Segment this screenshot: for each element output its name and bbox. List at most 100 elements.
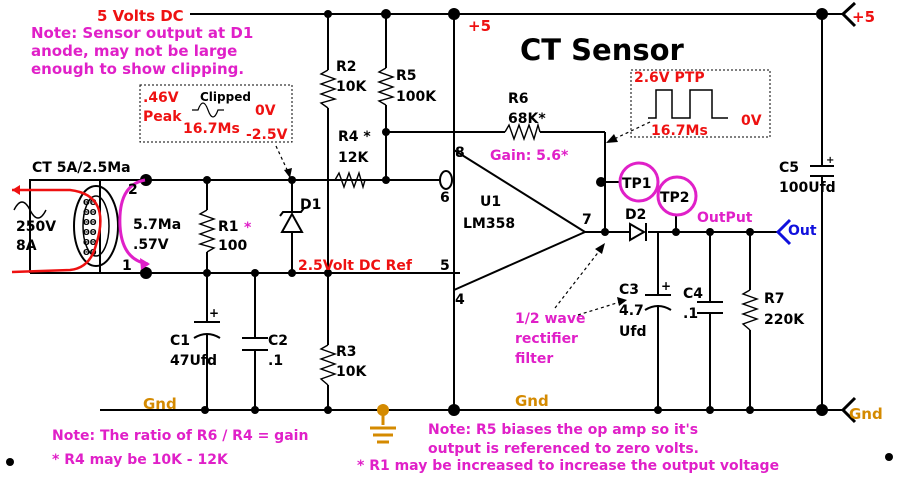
gnd-left-label: Gnd <box>143 395 177 413</box>
filter-label-line1: 1/2 wave <box>515 311 585 327</box>
waveform-left-period: 16.7Ms <box>183 121 240 137</box>
svg-text:ΘΘ: ΘΘ <box>83 228 97 237</box>
r2-name: R2 <box>336 59 357 75</box>
ct-primary-a: 8A <box>16 238 37 254</box>
c3-value: 4.7 <box>619 303 644 319</box>
supply-label: 5 Volts DC <box>97 7 184 25</box>
capacitor-c4 <box>697 301 723 314</box>
resistor-r7 <box>740 289 760 331</box>
d2-name: D2 <box>625 207 646 223</box>
op-amp-u1 <box>439 148 588 292</box>
c5-value: 100Ufd <box>779 180 836 196</box>
r7-value: 220K <box>764 312 805 328</box>
r1-star: * <box>244 220 252 236</box>
svg-text:+: + <box>661 279 671 293</box>
r6-name: R6 <box>508 91 529 107</box>
connector-out <box>775 218 792 246</box>
svg-text:ΘΘ: ΘΘ <box>83 248 97 257</box>
c2-name: C2 <box>268 333 288 349</box>
capacitor-c5: + <box>810 155 834 177</box>
u1-pin6: 6 <box>440 190 450 206</box>
r5-value: 100K <box>396 89 437 105</box>
c3-unit: Ufd <box>619 324 646 340</box>
plus5-right-label: +5 <box>852 8 875 26</box>
u1-pin5: 5 <box>440 258 450 274</box>
gnd-right-label: Gnd <box>849 405 883 423</box>
diode-d2 <box>629 222 647 242</box>
resistor-r1 <box>197 209 217 253</box>
r6-value: 68K* <box>508 111 546 127</box>
c4-value: .1 <box>683 306 698 322</box>
ref-label: 2.5Volt DC Ref <box>298 258 413 274</box>
waveform-left-peak: .46V <box>143 90 179 106</box>
r7-name: R7 <box>764 291 785 307</box>
waveform-box-left <box>139 84 293 178</box>
svg-text:ΘΘ: ΘΘ <box>83 198 97 207</box>
diagram-title: CT Sensor <box>520 33 685 67</box>
c1-value: 47Ufd <box>170 353 217 369</box>
svg-text:ΘΘ: ΘΘ <box>83 238 97 247</box>
svg-text:+: + <box>209 306 219 320</box>
sensor-note-line2: anode, may not be large <box>31 42 237 60</box>
note-r1: * R1 may be increased to increase the ou… <box>357 458 779 474</box>
filter-label-line2: rectifier <box>515 331 578 347</box>
d1-name: D1 <box>300 197 321 213</box>
capacitor-c2 <box>242 337 268 351</box>
gain-label: Gain: 5.6* <box>490 148 569 164</box>
waveform-right-zero: 0V <box>741 113 762 129</box>
gnd-mid-label: Gnd <box>515 392 549 410</box>
u1-name: U1 <box>480 194 501 210</box>
ct-secondary-i: 5.7Ma <box>133 217 181 233</box>
waveform-left-zero: 0V <box>255 103 276 119</box>
ct-secondary-v: .57V <box>133 237 169 253</box>
note-r5-line1: Note: R5 biases the op amp so it's <box>428 422 698 438</box>
connector-gnd <box>840 396 857 424</box>
note-r5-line2: output is referenced to zero volts. <box>428 441 699 457</box>
r1-value: 100 <box>218 238 247 254</box>
u1-part: LM358 <box>463 216 515 232</box>
ct-pin1: 1 <box>122 258 132 274</box>
resistor-r5 <box>376 67 396 106</box>
resistor-r4 <box>334 170 366 190</box>
output-label: OutPut <box>697 210 753 226</box>
capacitor-c3: + <box>644 279 672 311</box>
resistor-r6 <box>504 122 541 142</box>
sensor-note-line3: enough to show clipping. <box>31 60 244 78</box>
plus5-label: +5 <box>468 17 491 35</box>
waveform-left-clipped: Clipped <box>200 90 251 104</box>
svg-text:ΘΘ: ΘΘ <box>83 208 97 217</box>
r2-value: 10K <box>336 79 367 95</box>
c1-name: C1 <box>170 333 190 349</box>
u1-pin8: 8 <box>455 145 465 161</box>
ground-symbol <box>370 404 396 444</box>
c3-name: C3 <box>619 282 639 298</box>
test-point-tp2 <box>656 175 698 217</box>
r1-name: R1 <box>218 219 239 235</box>
out-label: Out <box>788 223 817 239</box>
filter-pointers <box>554 243 627 316</box>
capacitor-c1: + <box>193 306 221 339</box>
ct-name: CT 5A/2.5Ma <box>32 160 131 176</box>
sensor-note-line1: Note: Sensor output at D1 <box>31 24 253 42</box>
r4-value: 12K <box>338 150 369 166</box>
waveform-right-ptp: 2.6V PTP <box>634 70 705 86</box>
r4-name: R4 * <box>338 129 371 145</box>
waveform-box-right <box>606 69 771 143</box>
waveform-left-peak-word: Peak <box>143 109 182 125</box>
svg-text:+: + <box>826 155 834 166</box>
r3-value: 10K <box>336 364 367 380</box>
u1-pin7: 7 <box>582 212 592 228</box>
waveform-right-period: 16.7Ms <box>651 123 708 139</box>
resistor-r2 <box>318 69 338 109</box>
diode-d1 <box>279 207 305 233</box>
filter-label-line3: filter <box>515 351 553 367</box>
svg-text:ΘΘ: ΘΘ <box>83 218 97 227</box>
r3-name: R3 <box>336 344 357 360</box>
u1-pin4: 4 <box>455 292 465 308</box>
note-r4: * R4 may be 10K - 12K <box>52 452 229 468</box>
r5-name: R5 <box>396 68 417 84</box>
test-point-tp1 <box>618 161 660 203</box>
